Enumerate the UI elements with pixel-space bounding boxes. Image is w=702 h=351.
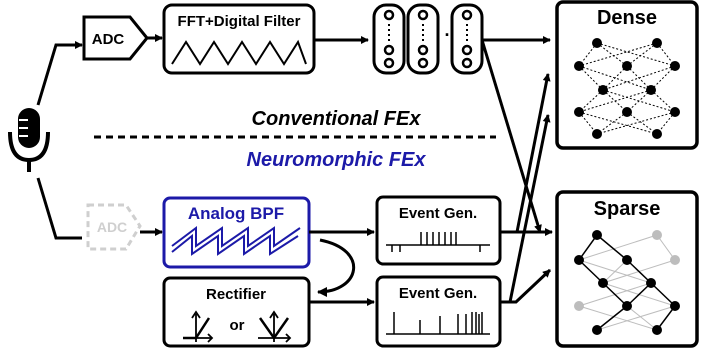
filter-bank-waveform — [171, 39, 307, 66]
dense-label: Dense — [597, 7, 657, 29]
microphone-icon — [8, 108, 50, 172]
event-gen-bottom-label: Event Gen. — [399, 285, 477, 302]
full-wave-rectifier-icon — [258, 310, 292, 343]
routing-arrows — [480, 36, 553, 304]
event-gen-top-label: Event Gen. — [399, 205, 477, 222]
rectifier-label: Rectifier — [206, 286, 266, 303]
conventional-section-label: Conventional FEx — [252, 108, 422, 130]
ghost-adc-label: ADC — [97, 219, 127, 235]
mic-to-neuromorphic-arrow — [36, 177, 82, 240]
feature-vectors: ... — [372, 3, 484, 75]
analog-bpf-label: Analog BPF — [188, 204, 284, 223]
event-gen-top-block: Event Gen. — [375, 195, 502, 266]
rectifier-block: Rectifier or — [162, 276, 311, 348]
bpf-to-rectifier-arrow — [317, 238, 355, 297]
sparse-network-block: Sparse — [555, 190, 699, 348]
dense-network-block: Dense — [555, 0, 699, 150]
event-gen-bottom-block: Event Gen. — [375, 275, 502, 348]
analog-bpf-block: Analog BPF — [162, 196, 311, 269]
neuromorphic-section-label: Neuromorphic FEx — [247, 149, 427, 171]
mic-to-conventional-arrow — [36, 41, 83, 106]
rectifier-or-label: or — [230, 317, 245, 334]
conventional-adc-block: ADC — [82, 15, 149, 61]
conventional-adc-label: ADC — [92, 31, 125, 48]
ghost-adc-block: ADC — [86, 203, 142, 251]
fft-digital-filter-block: FFT+Digital Filter — [162, 3, 316, 75]
fft-filter-label: FFT+Digital Filter — [178, 13, 301, 30]
half-wave-rectifier-icon — [183, 310, 214, 343]
sparse-label: Sparse — [594, 198, 661, 220]
